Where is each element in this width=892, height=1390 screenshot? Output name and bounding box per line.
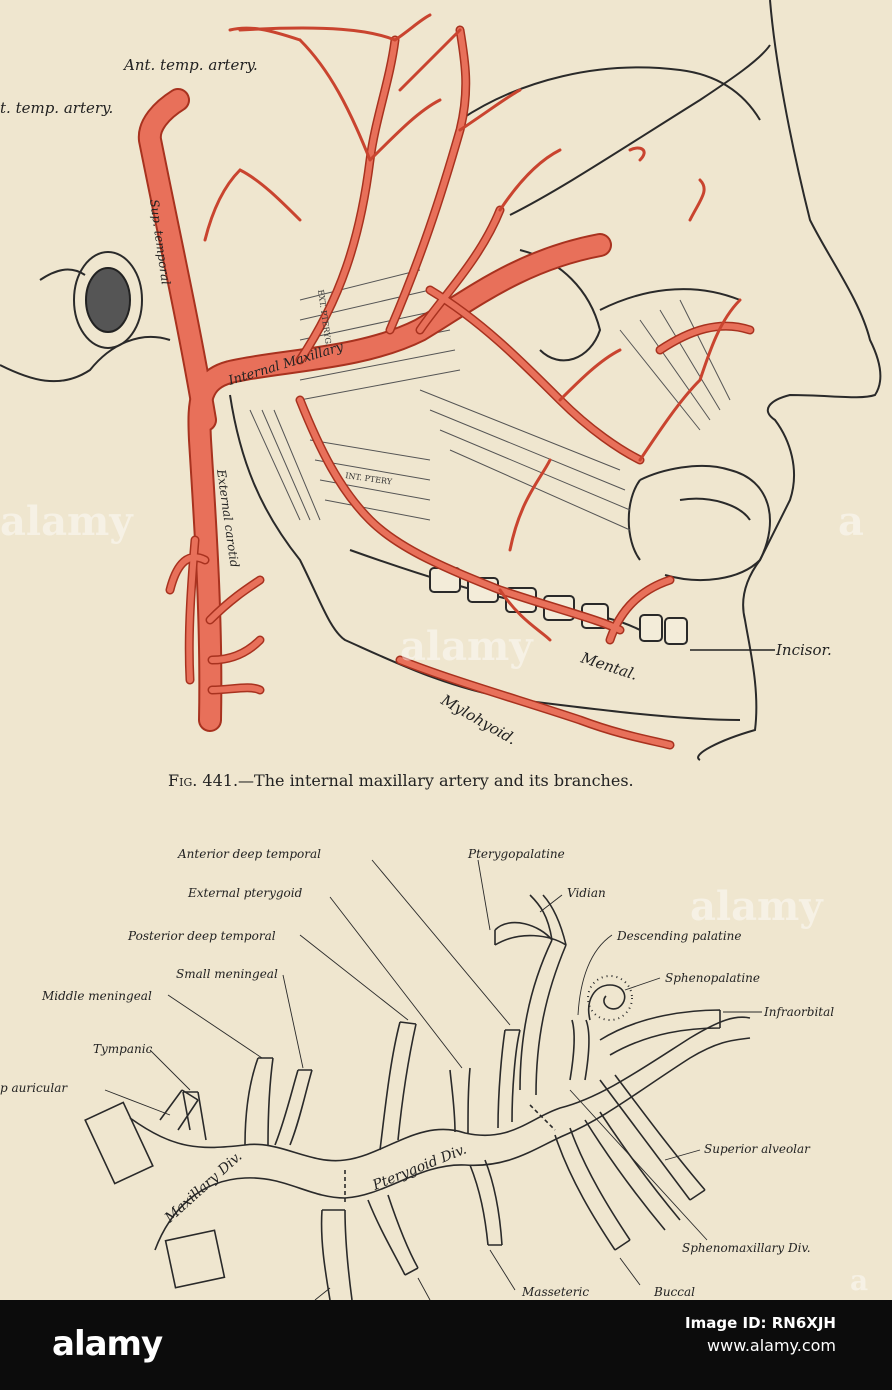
label-pterygopalatine: Pterygopalatine (467, 847, 565, 861)
label-buccal: Buccal (653, 1285, 695, 1299)
label-descending-palatine: Descending palatine (616, 929, 742, 943)
branch-pterygopalatine (519, 939, 567, 1096)
label-posterior-deep-temporal: Posterior deep temporal (127, 929, 276, 943)
trunk-lower-end (164, 1229, 226, 1289)
branch-masseteric (469, 1159, 503, 1246)
label-small-meningeal: Small meningeal (176, 967, 278, 981)
footer-url: www.alamy.com (707, 1336, 836, 1355)
label-superior-alveolar: Superior alveolar (704, 1142, 811, 1156)
caption-text: —The internal maxillary artery and its b… (238, 771, 634, 790)
label-pterygoid-div: Pterygoid Div. (370, 1142, 469, 1195)
label-external-pterygoid: External pterygoid (187, 886, 303, 900)
label-sphenomaxillary-div: Sphenomaxillary Div. (682, 1241, 811, 1255)
branch-vidian-up (529, 894, 567, 946)
image-id: Image ID: RN6XJH (685, 1314, 836, 1332)
branch-superior-alveolar (599, 1074, 706, 1201)
watermark-left: alamy (0, 498, 134, 545)
trunk-cut-end (84, 1101, 154, 1185)
branch-external-pterygoid (449, 1067, 471, 1134)
branch-buccal (554, 1127, 631, 1251)
branch-pterygoid-down (367, 1194, 419, 1276)
label-tympanic: Tympanic (93, 1042, 153, 1056)
label-ant-temp-artery: Ant. temp. artery. (122, 56, 258, 74)
branch-maxillary-down (320, 1209, 353, 1300)
watermark-right: a (838, 498, 864, 545)
label-masseteric: Masseteric (521, 1285, 589, 1299)
branch-posterior-deep-temporal (379, 1021, 417, 1151)
label-deep-auricular: p auricular (0, 1081, 68, 1095)
sphenopalatine-dots (587, 975, 633, 1021)
label-int-ptery: INT. PTERY (345, 471, 394, 487)
leader-lines (104, 859, 762, 1300)
watermark-corner: a (850, 1264, 868, 1297)
label-anterior-deep-temporal: Anterior deep temporal (177, 847, 321, 861)
label-vidian: Vidian (567, 886, 606, 900)
branch-sphenomax (584, 1111, 681, 1231)
label-incisor: Incisor. (775, 641, 832, 659)
figure1-caption: Fig. 441.—The internal maxillary artery … (168, 771, 634, 790)
label-middle-meningeal: Middle meningeal (41, 989, 152, 1003)
plate: Ant. temp. artery. t. temp. artery. Sup.… (0, 0, 882, 1300)
branch-small-meningeal (274, 1069, 313, 1146)
label-mental: Mental. (578, 648, 640, 683)
branch-middle-meningeal (244, 1057, 274, 1146)
label-post-temp-artery: t. temp. artery. (0, 99, 113, 117)
watermark-lower: alamy (690, 883, 824, 930)
branch-vidian (494, 921, 567, 946)
external-carotid-artery (189, 235, 610, 730)
muscle-hatching (249, 269, 731, 531)
branch-infraorbital (599, 1009, 721, 1056)
stock-footer-bar: alamy Image ID: RN6XJH www.alamy.com (0, 1300, 892, 1390)
anatomy-illustration: Ant. temp. artery. t. temp. artery. Sup.… (0, 0, 882, 1300)
label-maxillary-div: Maxillary Div. (161, 1149, 245, 1227)
branch-tympanic (182, 1091, 207, 1141)
watermarks: alamy a alamy alamy a (0, 498, 868, 1297)
branch-deep-auricular (159, 1089, 199, 1131)
label-sphenopalatine: Sphenopalatine (665, 971, 760, 985)
branch-anterior-deep-temporal (497, 1029, 521, 1129)
alamy-logo: alamy (52, 1324, 163, 1364)
watermark-center: alamy (400, 623, 534, 670)
artery-tree (137, 13, 755, 750)
orbit-and-ear (73, 251, 143, 349)
trunk-upper-wall (129, 1016, 751, 1162)
schematic-vessels (84, 894, 751, 1300)
branch-sphenopalatine-curl (588, 984, 626, 1021)
label-infraorbital: Infraorbital (763, 1005, 834, 1019)
caption-prefix: Fig. 441. (168, 771, 238, 790)
superficial-temporal-artery (139, 90, 215, 430)
division-line-2 (529, 1104, 556, 1131)
branch-descending-palatine (569, 1019, 590, 1081)
trunk-lower-wall (154, 1037, 751, 1251)
